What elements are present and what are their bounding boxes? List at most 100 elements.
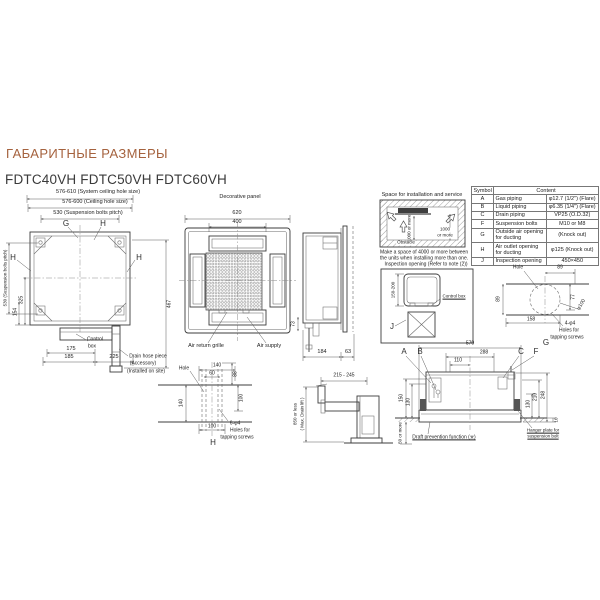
drain-detail (303, 377, 393, 444)
space-obstacle-label: Obstacle (396, 239, 416, 246)
plan-label-h-top: H (100, 218, 106, 228)
front-label-b: B (417, 346, 423, 356)
plan-view (6, 195, 169, 373)
inspection-title: Inspection opening (Refer to note (2)) (384, 261, 468, 268)
holeh-screws-line1: 6-φ4 (229, 420, 241, 427)
front-dim-150: 150 (398, 393, 405, 403)
holeh-dim-140-top: 140 (212, 362, 222, 369)
panel-air-return-label: Air return grille (188, 343, 224, 350)
holeh-dim-88: 88 (232, 371, 239, 377)
front-dim-210: 210 (532, 392, 539, 402)
front-dim-110: 110 (454, 357, 462, 364)
legend-symbol: A (471, 194, 494, 204)
space-note-line1: Make a space of 4000 or more between (380, 249, 469, 256)
drain-lift-line1: 850 or less (292, 402, 298, 426)
plan-dim-467: 467 (166, 299, 173, 309)
plan-drain-hose-line3: (Installed on site) (126, 368, 166, 375)
legend-value: φ125 (Knock out) (545, 242, 599, 258)
legend-label: Liquid piping (493, 202, 547, 212)
legend-symbol: B (471, 202, 494, 212)
legend-value: M10 or M8 (545, 219, 599, 229)
holeg-dim-77: 77 (570, 294, 577, 300)
inspection-label-j: J (390, 321, 394, 331)
drain-dim-range: 215 - 245 (333, 372, 355, 379)
hole-detail-g (502, 269, 589, 327)
legend-value: VP25 (O.D.32) (545, 210, 599, 221)
front-dim-288: 288 (479, 349, 489, 356)
holeg-screws-line3: tapping screws (550, 334, 584, 341)
legend-value: φ12.7 (1/2") (Flare) (545, 194, 599, 204)
plan-label-g: G (62, 218, 70, 228)
front-hanger-line2: suspension bolt (527, 433, 559, 439)
inspection-control-box-label: Control box (442, 293, 466, 299)
legend-header-row: Symbol Content (471, 185, 599, 196)
holeh-hole-label: Hole (178, 365, 190, 372)
holeh-letter: H (210, 437, 216, 447)
front-dim-570: 570 (465, 340, 475, 347)
plan-dim-ceiling-hole: 576-600 (Ceiling hole size) (62, 199, 128, 206)
front-dim-10: 10 (553, 417, 559, 423)
space-title: Space for installation and service (381, 192, 463, 199)
plan-control-box-line2: box (87, 343, 97, 350)
holeh-dim-100-bottom: 100 (207, 423, 217, 430)
side-dim-184: 184 (317, 349, 327, 356)
front-draft-prevention-label: Draft prevention function (※) (412, 434, 476, 441)
hole-detail-h (158, 362, 252, 436)
legend-symbol: F (471, 219, 494, 229)
holeg-screws-line2: Holes for (558, 327, 580, 334)
side-view (302, 225, 355, 361)
panel-air-supply-label: Air supply (256, 343, 282, 350)
holeg-letter: G (542, 337, 550, 347)
model-names: FDTC40VH FDTC50VH FDTC60VH (5, 172, 227, 187)
panel-title: Decorative panel (219, 194, 261, 201)
space-diagram (379, 199, 466, 248)
plan-dim-175: 175 (66, 346, 76, 353)
holeg-screws-line1: 4-φ4 (564, 320, 576, 327)
holeg-dim-89-left: 89 (495, 296, 502, 302)
legend-symbol: J (471, 256, 494, 267)
inspection-diagram (380, 268, 474, 344)
space-dim-right-line1: 1000 (438, 226, 452, 233)
plan-drain-hose-line2: (Accessory) (129, 360, 157, 367)
plan-dim-185: 185 (64, 354, 74, 361)
space-note-line2: the units when installing more than one. (380, 255, 469, 262)
holeh-screws-line2: Holes for (229, 427, 251, 434)
front-dim-248: 248 (540, 390, 547, 400)
legend-label: Gas piping (493, 194, 547, 204)
plan-dim-bolt-pitch: 530 (Suspension bolts pitch) (53, 210, 123, 217)
legend-label: Outside air opening for ducting (493, 227, 547, 244)
inspection-dim-range: 150-200 (390, 281, 396, 299)
drain-lift-line2: ( Max. Drain lift ) (299, 397, 305, 431)
legend-label: Drain piping (493, 210, 547, 221)
holeh-dim-140-left: 140 (178, 398, 185, 408)
legend-symbol: H (471, 242, 494, 258)
panel-view (179, 215, 299, 344)
holeg-dim-158: 158 (526, 316, 536, 323)
legend-symbol: C (471, 210, 494, 221)
panel-dim-73: 73 (290, 321, 297, 327)
front-dim-130-right: 130 (525, 399, 532, 409)
panel-dim-620: 620 (232, 210, 242, 217)
plan-control-box-line1: Control (86, 336, 104, 343)
space-dim-mid: 1000 or more (406, 214, 412, 242)
plan-dim-154: 154 (12, 307, 19, 317)
plan-drain-hose-line1: Drain hose piece (129, 353, 167, 360)
legend-value: φ6.35 (1/4") (Flare) (545, 202, 599, 212)
front-dim-130-left: 130 (405, 397, 412, 407)
front-hanger-line1: Hanger plate for (526, 427, 560, 433)
legend-header-content: Content (493, 185, 599, 196)
legend-symbol: G (471, 227, 494, 244)
front-view (395, 345, 556, 445)
plan-dim-225: 225 (109, 354, 119, 361)
legend-label: Air outlet opening for ducting (493, 242, 547, 258)
